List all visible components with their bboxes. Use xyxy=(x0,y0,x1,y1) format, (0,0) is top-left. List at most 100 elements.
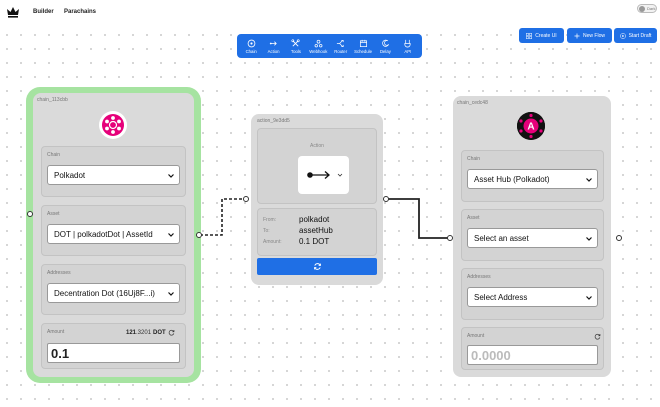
tool-label: Delay xyxy=(379,48,391,54)
balance-unit: DOT xyxy=(153,329,166,336)
address-select-value: Decentration Dot (16Uj8F...i) xyxy=(54,288,155,298)
tool-action[interactable]: Action xyxy=(265,39,282,54)
transfer-arrow-icon xyxy=(307,171,330,179)
chain-select-value: Polkadot xyxy=(54,170,86,180)
crown-logo-icon[interactable] xyxy=(6,5,20,19)
tool-label: Webhook xyxy=(309,48,328,54)
addresses-section: Addresses Select Address xyxy=(461,268,604,320)
start-draft-label: Start Draft xyxy=(628,32,652,39)
node-id: action_9e3dd5 xyxy=(257,118,290,124)
amount-label: Amount: xyxy=(263,239,282,245)
chevron-down-icon xyxy=(586,178,592,182)
chain-icon xyxy=(247,39,256,47)
new-flow-button[interactable]: New Flow xyxy=(567,28,612,43)
tool-label: Chain xyxy=(245,48,257,54)
grid-icon xyxy=(526,32,533,39)
chevron-down-icon xyxy=(586,296,592,300)
tool-tools[interactable]: Tools xyxy=(287,38,304,54)
start-draft-button[interactable]: Start Draft xyxy=(614,28,657,43)
node-input-handle[interactable] xyxy=(27,211,33,217)
address-select-value: Select Address xyxy=(474,292,528,302)
tool-label: API xyxy=(404,48,412,54)
tool-webhook[interactable]: Webhook xyxy=(309,39,328,54)
asset-section: Asset Select an asset xyxy=(461,209,604,261)
refresh-icon xyxy=(313,263,321,270)
tool-label: Schedule xyxy=(354,48,373,54)
action-node[interactable]: action_9e3dd5 Action From: polkadot To: … xyxy=(251,114,383,285)
node-id: chain_113cbb xyxy=(37,97,68,103)
to-label: To: xyxy=(263,228,270,234)
plus-icon xyxy=(574,33,580,38)
asset-label: Asset xyxy=(467,215,480,221)
refresh-icon[interactable] xyxy=(168,329,175,336)
node-toolbar: Chain Action Tools Webhook Router Schedu… xyxy=(237,34,422,58)
nav-parachains-link[interactable]: Parachains xyxy=(64,9,97,15)
chain-node-polkadot[interactable]: chain_113cbb Chain Polkadot Asset DOT | … xyxy=(33,93,194,377)
chevron-down-icon xyxy=(586,237,592,241)
schedule-icon xyxy=(359,39,367,47)
asset-section: Asset DOT | polkadotDot | AssetId xyxy=(41,205,186,256)
create-ui-label: Create UI xyxy=(535,32,557,39)
toggle-knob xyxy=(639,6,645,12)
amount-value: 0.1 DOT xyxy=(299,237,330,246)
node-input-handle[interactable] xyxy=(447,235,453,241)
theme-toggle[interactable]: Dark xyxy=(637,4,657,13)
new-flow-label: New Flow xyxy=(583,32,605,39)
addresses-label: Addresses xyxy=(467,274,491,280)
tool-delay[interactable]: Delay xyxy=(377,39,394,54)
amount-value: 0.1 xyxy=(51,345,70,361)
tool-router[interactable]: Router xyxy=(332,39,349,54)
amount-placeholder: 0.0000 xyxy=(471,347,511,363)
asset-hub-logo-icon: A xyxy=(517,112,545,140)
refresh-button[interactable] xyxy=(257,258,377,275)
edge-action-to-right xyxy=(388,198,449,239)
from-value: polkadot xyxy=(299,215,330,224)
asset-select-value: DOT | polkadotDot | AssetId xyxy=(54,229,153,239)
tools-icon xyxy=(291,38,301,47)
action-label: Action xyxy=(310,143,324,149)
chain-label: Chain xyxy=(47,152,61,158)
chain-select[interactable]: Polkadot xyxy=(47,165,180,185)
tool-api[interactable]: API xyxy=(399,39,416,54)
nav-builder-link[interactable]: Builder xyxy=(33,9,54,15)
action-type-select[interactable] xyxy=(298,156,349,194)
address-select[interactable]: Select Address xyxy=(467,287,598,307)
asset-select[interactable]: Select an asset xyxy=(467,228,598,248)
amount-section: Amount 121.3201 DOT 0.1 xyxy=(41,323,186,369)
chain-node-asset-hub[interactable]: chain_cedc48 A Chain Asset Hub (Polkadot… xyxy=(453,96,611,377)
node-id: chain_cedc48 xyxy=(457,100,488,106)
action-section: Action xyxy=(257,128,377,204)
tool-chain[interactable]: Chain xyxy=(243,39,260,54)
chain-select-value: Asset Hub (Polkadot) xyxy=(474,174,550,184)
create-ui-button[interactable]: Create UI xyxy=(519,28,564,43)
play-icon xyxy=(619,32,626,39)
webhook-icon xyxy=(314,39,323,47)
chevron-down-icon xyxy=(337,173,343,177)
router-icon xyxy=(337,39,344,47)
chain-select[interactable]: Asset Hub (Polkadot) xyxy=(467,169,598,189)
amount-input[interactable]: 0.0000 xyxy=(467,345,598,365)
amount-input[interactable]: 0.1 xyxy=(47,343,180,363)
chain-label: Chain xyxy=(467,156,481,162)
delay-icon xyxy=(382,39,389,47)
refresh-icon[interactable] xyxy=(594,333,601,340)
asset-select[interactable]: DOT | polkadotDot | AssetId xyxy=(47,224,180,244)
address-select[interactable]: Decentration Dot (16Uj8F...i) xyxy=(47,283,180,303)
amount-section: Amount 0.0000 xyxy=(461,327,604,370)
addresses-label: Addresses xyxy=(47,270,71,276)
balance-dec: .3201 xyxy=(136,329,152,336)
transfer-summary: From: polkadot To: assetHub Amount: 0.1 … xyxy=(257,208,377,256)
chain-section: Chain Asset Hub (Polkadot) xyxy=(461,150,604,202)
amount-label: Amount xyxy=(47,329,65,335)
node-output-handle[interactable] xyxy=(196,232,202,238)
node-input-handle[interactable] xyxy=(243,196,249,202)
polkadot-logo-icon xyxy=(99,111,127,139)
to-value: assetHub xyxy=(299,226,333,235)
node-output-handle[interactable] xyxy=(383,196,389,202)
amount-label: Amount xyxy=(467,333,485,339)
toggle-label: Dark xyxy=(647,6,656,11)
tool-label: Action xyxy=(267,48,280,54)
tool-schedule[interactable]: Schedule xyxy=(354,39,373,54)
from-label: From: xyxy=(263,217,277,223)
node-output-handle[interactable] xyxy=(616,235,622,241)
